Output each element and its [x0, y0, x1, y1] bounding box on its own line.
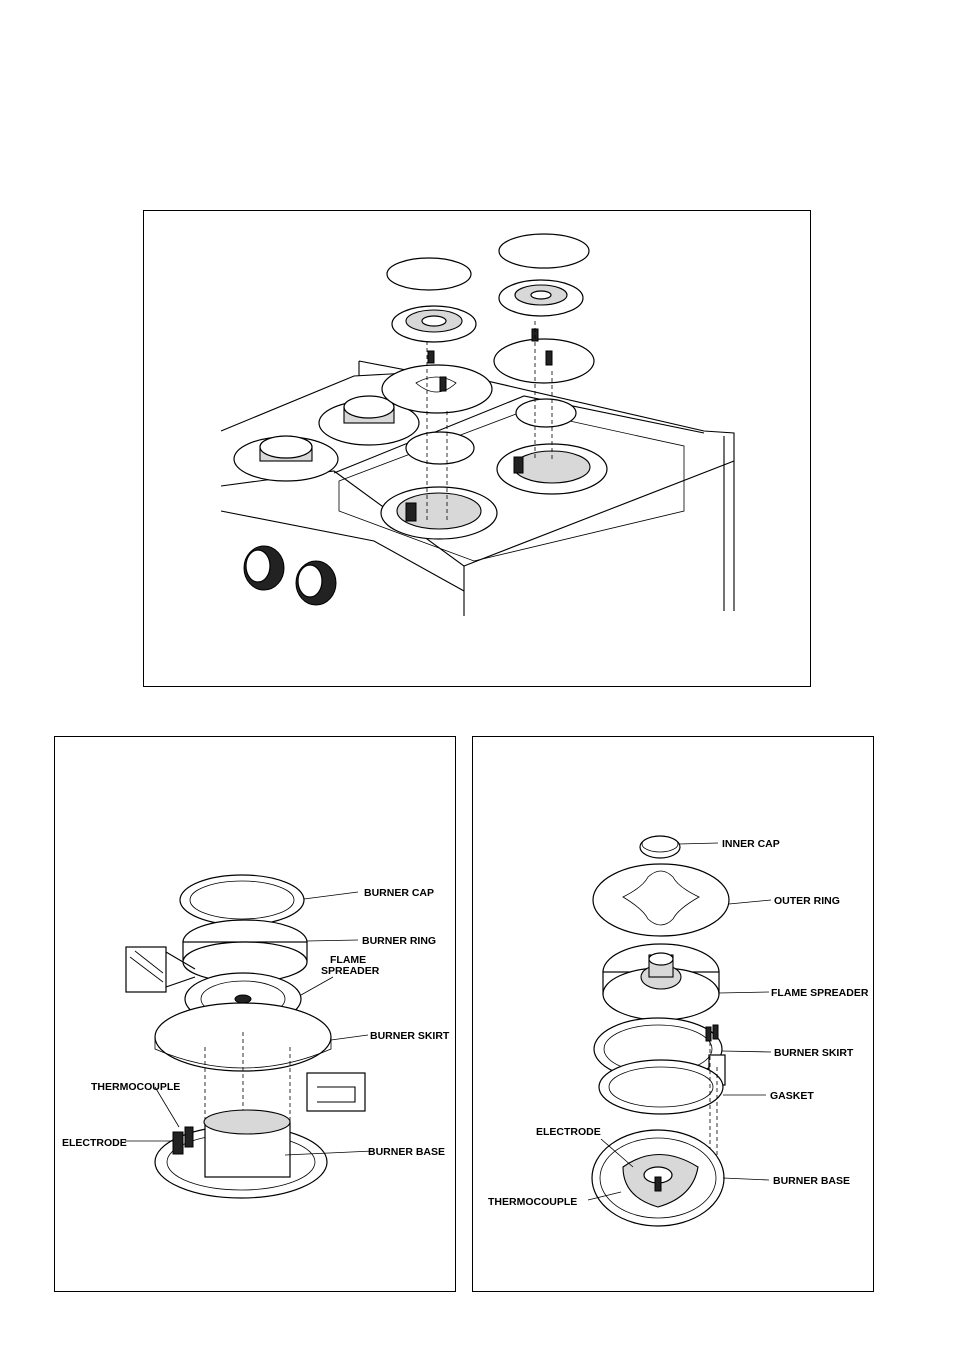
label-electrode: ELECTRODE — [536, 1126, 601, 1138]
cooktop-front-burners — [380, 443, 608, 540]
burner-drawing-left — [125, 874, 366, 1199]
control-knobs — [243, 545, 337, 606]
cooktop-rear-burners — [233, 395, 420, 482]
cooktop-exploded-diagram — [143, 210, 811, 687]
label-thermocouple: THERMOCOUPLE — [488, 1196, 577, 1208]
callout-lines-left — [125, 891, 374, 1156]
label-burner-cap: BURNER CAP — [364, 887, 434, 899]
exploded-parts-left — [381, 257, 493, 521]
label-burner-skirt: BURNER SKIRT — [370, 1030, 450, 1042]
cooktop-illustration — [220, 233, 735, 616]
label-burner-ring: BURNER RING — [362, 935, 436, 947]
callout-lines-right — [587, 842, 772, 1201]
label-thermocouple: THERMOCOUPLE — [91, 1081, 180, 1093]
burner-illustration-right: INNER CAP OUTER RING FLAME SPREADER BURN… — [488, 835, 869, 1227]
label-flame-spreader: FLAME SPREADER — [771, 987, 869, 999]
burner-drawing-right — [591, 835, 730, 1227]
label-burner-base: BURNER BASE — [368, 1146, 445, 1158]
label-burner-skirt: BURNER SKIRT — [774, 1047, 854, 1059]
label-gasket: GASKET — [770, 1090, 814, 1102]
label-inner-cap: INNER CAP — [722, 838, 780, 850]
part-labels-right: INNER CAP OUTER RING FLAME SPREADER BURN… — [488, 838, 869, 1208]
burner-exploded-diagram-right: INNER CAP OUTER RING FLAME SPREADER BURN… — [472, 736, 874, 1292]
label-flame-spreader-line2: SPREADER — [321, 965, 380, 977]
label-outer-ring: OUTER RING — [774, 895, 840, 907]
exploded-parts-right — [493, 233, 595, 461]
label-burner-base: BURNER BASE — [773, 1175, 850, 1187]
part-labels-left: BURNER CAP BURNER RING FLAME SPREADER BU… — [62, 887, 450, 1158]
burner-illustration-left: BURNER CAP BURNER RING FLAME SPREADER BU… — [62, 874, 450, 1199]
burner-exploded-diagram-left: BURNER CAP BURNER RING FLAME SPREADER BU… — [54, 736, 456, 1292]
label-flame-spreader-line1: FLAME — [330, 954, 366, 966]
label-electrode: ELECTRODE — [62, 1137, 127, 1149]
